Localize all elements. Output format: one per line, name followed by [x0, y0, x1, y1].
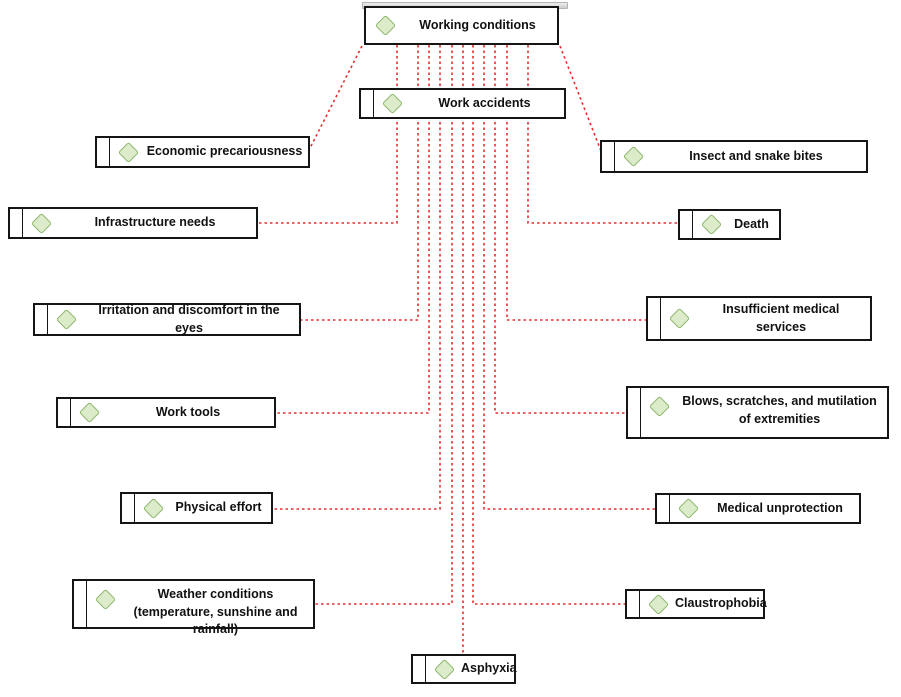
diamond-icon: [117, 141, 140, 163]
node-compartment: [680, 211, 693, 238]
node-label: Work accidents: [438, 95, 531, 110]
node-label: Asphyxia: [461, 661, 517, 676]
diamond-icon: [30, 212, 53, 234]
node-label: Infrastructure needs: [94, 215, 216, 230]
edge-death[interactable]: [527, 45, 678, 224]
edge-infrastructure-needs[interactable]: [258, 45, 398, 224]
diamond-icon: [78, 401, 101, 424]
diamond-icon: [668, 307, 691, 330]
node-insufficient-medical-services[interactable]: Insufficient medical services: [646, 296, 872, 341]
node-label: Insufficient medical services: [722, 302, 840, 334]
diamond-icon: [55, 308, 78, 331]
node-compartment: [657, 495, 670, 522]
diamond-icon: [94, 588, 117, 611]
node-work-tools[interactable]: Work tools: [56, 397, 276, 428]
edge-blows-scratches-mutilation[interactable]: [494, 45, 626, 414]
node-irritation-eyes[interactable]: Irritation and discomfort in the eyes: [33, 303, 301, 336]
node-label: Insect and snake bites: [689, 148, 823, 163]
diamond-icon: [381, 92, 404, 115]
diamond-icon: [374, 14, 397, 37]
node-compartment: [74, 581, 87, 627]
node-physical-effort[interactable]: Physical effort: [120, 492, 273, 524]
edge-weather-conditions[interactable]: [315, 45, 453, 605]
edge-medical-unprotection[interactable]: [483, 45, 655, 510]
node-work-accidents[interactable]: Work accidents: [359, 88, 566, 119]
node-blows-scratches-mutilation[interactable]: Blows, scratches, and mutilation of extr…: [626, 386, 889, 439]
edge-insect-and-snake-bites[interactable]: [559, 45, 602, 152]
node-compartment: [97, 138, 110, 166]
node-compartment: [413, 656, 426, 682]
node-compartment: [58, 399, 71, 426]
node-compartment: [627, 591, 640, 617]
node-insect-and-snake-bites[interactable]: Insect and snake bites: [600, 140, 868, 173]
edge-physical-effort[interactable]: [273, 45, 441, 510]
node-infrastructure-needs[interactable]: Infrastructure needs: [8, 207, 258, 239]
node-label: Economic precariousness: [146, 144, 303, 159]
edge-work-tools[interactable]: [276, 45, 430, 414]
diamond-icon: [142, 497, 165, 519]
node-compartment: [122, 494, 135, 522]
node-label: Weather conditions (temperature, sunshin…: [133, 587, 298, 636]
node-label: Work tools: [155, 404, 221, 419]
node-economic-precariousness[interactable]: Economic precariousness: [95, 136, 310, 168]
node-compartment: [10, 209, 23, 237]
node-label: Claustrophobia: [675, 596, 767, 611]
edge-irritation-eyes[interactable]: [301, 45, 419, 321]
node-label: Working conditions: [419, 17, 536, 32]
node-label: Irritation and discomfort in the eyes: [98, 303, 280, 335]
node-claustrophobia[interactable]: Claustrophobia: [625, 589, 767, 619]
node-label: Medical unprotection: [717, 500, 843, 515]
node-label: Death: [734, 216, 769, 231]
node-compartment: [361, 90, 374, 117]
node-label: Physical effort: [175, 500, 262, 515]
node-label: Blows, scratches, and mutilation of extr…: [682, 394, 877, 426]
edge-economic-precariousness[interactable]: [308, 45, 363, 151]
node-compartment: [648, 298, 661, 339]
node-weather-conditions[interactable]: Weather conditions (temperature, sunshin…: [72, 579, 315, 636]
diamond-icon: [677, 497, 700, 520]
node-working-conditions[interactable]: Working conditions: [364, 6, 559, 45]
edge-insufficient-medical-services[interactable]: [506, 45, 646, 321]
edge-claustrophobia[interactable]: [472, 45, 625, 605]
diamond-icon: [622, 145, 645, 168]
node-asphyxia[interactable]: Asphyxia: [411, 654, 517, 684]
node-compartment: [602, 142, 615, 171]
diamond-icon: [648, 395, 671, 418]
diamond-icon: [700, 213, 723, 236]
node-compartment: [35, 305, 48, 334]
node-medical-unprotection[interactable]: Medical unprotection: [655, 493, 861, 524]
node-compartment: [628, 388, 641, 437]
diamond-icon: [433, 658, 456, 680]
diamond-icon: [647, 593, 670, 615]
node-death[interactable]: Death: [678, 209, 781, 240]
